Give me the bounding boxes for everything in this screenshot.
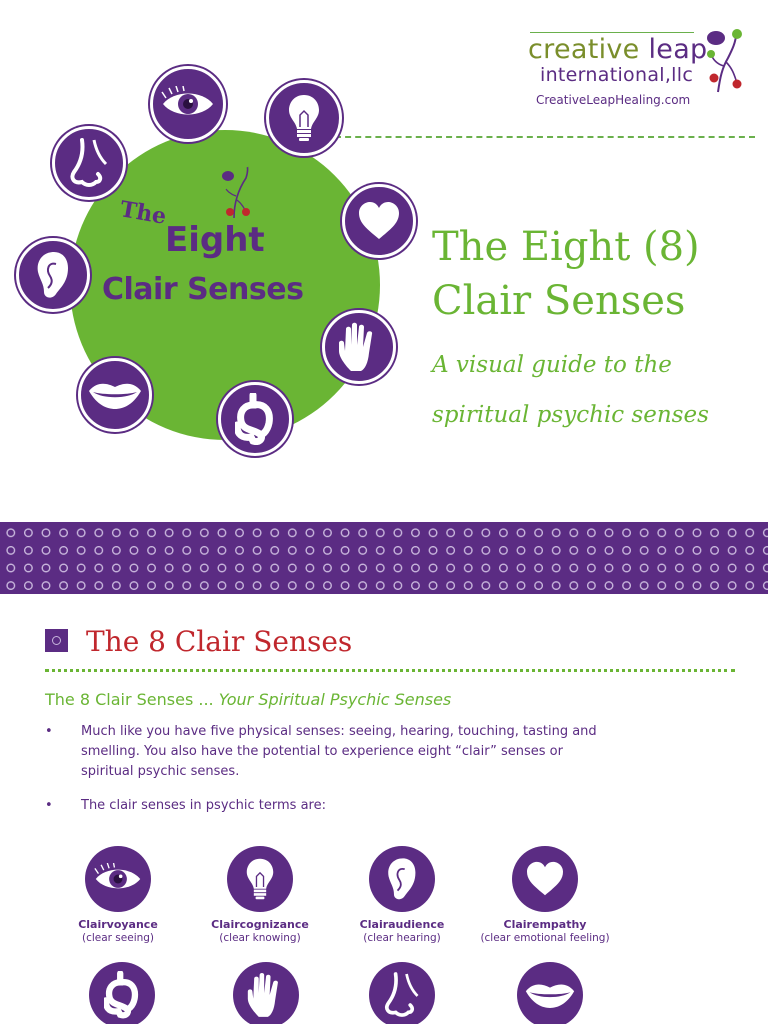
bullet-item: • The clair senses in psychic terms are: <box>45 796 645 818</box>
sprig-icon <box>707 29 742 93</box>
badge-lightbulb-icon <box>266 80 342 156</box>
eye-icon <box>85 846 151 912</box>
logo-wordmark: creative leap <box>528 34 707 65</box>
badge-ear-icon <box>16 238 90 312</box>
section-title: The 8 Clair Senses <box>86 625 353 658</box>
badge-eye-icon <box>150 66 226 142</box>
ear-icon <box>369 846 435 912</box>
sense-item-clairempathy: Clairempathy (clear emotional feeling) <box>465 846 625 944</box>
hand-icon <box>233 962 299 1024</box>
sense-name: Clairaudience <box>359 918 445 931</box>
sense-name: Clairempathy <box>503 918 587 931</box>
sense-item-stomach <box>42 962 202 1024</box>
dotted-divider <box>45 669 735 672</box>
badge-hand-icon <box>322 310 396 384</box>
heart-icon <box>512 846 578 912</box>
sense-description: (clear seeing) <box>81 932 155 944</box>
sense-item-nose <box>322 962 482 1024</box>
bullet-item: • Much like you have five physical sense… <box>45 722 645 782</box>
hero-subtitle: A visual guide to the spiritual psychic … <box>432 340 709 440</box>
sense-description: (clear knowing) <box>219 932 301 944</box>
badge-nose-icon <box>52 126 126 200</box>
bullet-dot: • <box>45 724 53 739</box>
hero-title-line-1: The Eight (8) <box>432 224 700 270</box>
subheading-plain: The 8 Clair Senses ... <box>45 690 214 709</box>
sense-description: (clear emotional feeling) <box>480 932 610 944</box>
company-logo: creative leap international,llc Creative… <box>528 28 758 118</box>
sense-item-lips <box>470 962 630 1024</box>
sense-item-hand <box>186 962 346 1024</box>
logo-subtitle: international,llc <box>540 64 694 86</box>
lightbulb-icon <box>227 846 293 912</box>
subheading-italic: Your Spiritual Psychic Senses <box>218 690 452 709</box>
bullet-text: The clair senses in psychic terms are: <box>81 798 326 813</box>
sense-item-claircognizance: Claircognizance (clear knowing) <box>180 846 340 944</box>
hero-title-line-2: Clair Senses <box>432 278 686 324</box>
sense-name: Claircognizance <box>211 918 309 931</box>
bullet-dot: • <box>45 798 53 813</box>
logo-url[interactable]: CreativeLeapHealing.com <box>536 93 691 107</box>
badge-word-clair-senses: Clair Senses <box>102 272 304 307</box>
dashed-divider <box>335 136 755 138</box>
badge-lips-icon <box>78 358 152 432</box>
badge-stomach-icon <box>218 382 292 456</box>
logo-rule <box>530 32 694 33</box>
stomach-icon <box>89 962 155 1024</box>
hero-title: The Eight (8) Clair Senses <box>432 220 700 328</box>
badge-heart-icon <box>342 184 416 258</box>
section-subheading: The 8 Clair Senses ... Your Spiritual Ps… <box>45 690 451 709</box>
sense-description: (clear hearing) <box>363 932 441 944</box>
sense-name: Clairvoyance <box>78 918 158 931</box>
decorative-dot-band <box>0 522 768 594</box>
badge-sprig-icon <box>221 160 250 219</box>
badge-word-eight: Eight <box>165 220 265 260</box>
logo-word-creative: creative <box>528 34 640 65</box>
eight-senses-badge: The Eight Clair Senses <box>10 60 416 470</box>
section-bullet-icon <box>45 629 68 652</box>
hero-subtitle-line-2: spiritual psychic senses <box>432 402 709 428</box>
hero-subtitle-line-1: A visual guide to the <box>432 352 672 378</box>
bullet-text: Much like you have five physical senses:… <box>81 724 597 779</box>
sense-item-clairaudience: Clairaudience (clear hearing) <box>322 846 482 944</box>
sense-item-clairvoyance: Clairvoyance (clear seeing) <box>38 846 198 944</box>
nose-icon <box>369 962 435 1024</box>
lips-icon <box>517 962 583 1024</box>
logo-word-leap: leap <box>648 34 708 65</box>
